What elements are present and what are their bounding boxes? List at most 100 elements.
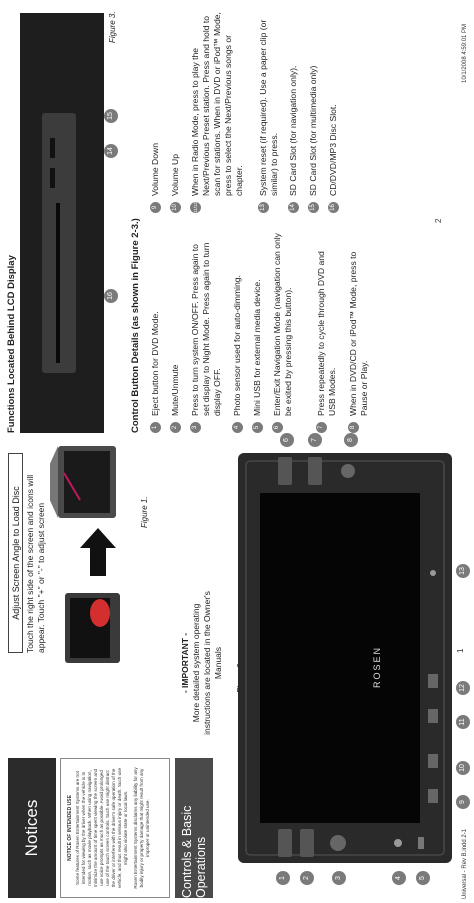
list-item-10: 10 Volume Up [170, 8, 181, 213]
list-item-7: 7 Press repeatedly to cycle through DVD … [316, 233, 338, 433]
item-badge: 3 [190, 422, 201, 433]
item-text: When in Radio Mode, press to play the Ne… [190, 12, 244, 196]
mini-usb-port[interactable] [418, 837, 424, 849]
bezel-edge [245, 460, 445, 856]
callout-12: 12 [456, 681, 470, 695]
item-text: Press to turn system ON/OFF. Press again… [190, 242, 222, 416]
list-item-4: 4 Photo sensor used for auto-dimming. [232, 233, 243, 433]
figure2-device [238, 453, 452, 863]
item-badge: 13 [258, 202, 269, 213]
item-badge: 11/12 [190, 202, 201, 213]
item-badge: 16 [328, 202, 339, 213]
pink-arrow-icon [63, 472, 81, 501]
item-text: Volume Up [170, 153, 180, 196]
figure1-caption: Figure 1. [140, 496, 149, 528]
item-text: SD Card Slot (for multimedia only) [308, 65, 318, 196]
item-badge: 6 [272, 422, 283, 433]
disc-slot [56, 203, 60, 363]
callout-14: 14 [104, 144, 118, 158]
callout-11: 11 [456, 715, 470, 729]
eject-button[interactable] [278, 829, 292, 857]
callout-6: 6 [280, 433, 294, 447]
list-item-9: 9 Volume Down [150, 8, 161, 213]
callout-9: 9 [456, 795, 470, 809]
item-text: SD Card Slot (for navigation only). [288, 65, 298, 196]
callout-7: 7 [308, 433, 322, 447]
list-item-8: 8 When in DVD/CD or iPod™ Mode, press to… [348, 233, 370, 433]
callout-13: 13 [456, 564, 470, 578]
item-text: Volume Down [150, 142, 160, 196]
item-text: When in DVD/CD or iPod™ Mode, press to P… [348, 251, 369, 416]
power-button[interactable] [330, 835, 346, 851]
nav-button[interactable] [278, 457, 292, 485]
important-heading: - IMPORTANT - [180, 632, 190, 694]
item-badge: 4 [232, 422, 243, 433]
important-text: More detailed system operating instructi… [191, 591, 223, 735]
controls-title: Controls & Basic Operations [180, 805, 208, 898]
item-text: CD/DVD/MP3 Disc Slot. [328, 104, 338, 196]
item-text: Enter/Exit Navigation Mode (navigation c… [272, 233, 293, 416]
arrow-right-icon [80, 528, 116, 576]
previous-button[interactable] [428, 674, 438, 688]
important-note: - IMPORTANT - More detailed system opera… [180, 588, 224, 738]
item-badge: 7 [316, 422, 327, 433]
disclaimer-text: Rosen Entertainment Systems disclaims an… [133, 767, 150, 889]
figure3-caption: Figure 3. [108, 11, 117, 43]
reset-button[interactable] [430, 570, 436, 576]
item-badge: 15 [308, 202, 319, 213]
mode-button[interactable] [308, 457, 322, 485]
item-badge: 14 [288, 202, 299, 213]
item-badge: 1 [150, 422, 161, 433]
notice-text: Some features of Rosen Entertainment Sys… [75, 768, 128, 889]
callout-15: 15 [104, 109, 118, 123]
list-item-5: 5 Mini USB for external media device. [252, 233, 263, 433]
adjust-heading: Adjust Screen Angle to Load Disc [8, 453, 23, 653]
callout-10: 10 [456, 761, 470, 775]
list-item-11-12: 11/12 When in Radio Mode, press to play … [190, 8, 245, 213]
left-page-number: 1 [456, 648, 465, 653]
photo-sensor [394, 839, 402, 847]
item-text: Photo sensor used for auto-dimming. [232, 275, 242, 416]
play-pause-button[interactable] [341, 464, 355, 478]
callout-4: 4 [392, 871, 406, 885]
device-open-screen [64, 451, 110, 513]
list-item-2: 2 Mute/Unmute [170, 233, 181, 433]
list-item-16: 16 CD/DVD/MP3 Disc Slot. [328, 8, 339, 213]
sd-slot-media [50, 138, 55, 158]
figure1-illustration [50, 446, 120, 663]
right-page-number: 2 [434, 218, 443, 223]
list-item-14: 14 SD Card Slot (for navigation only). [288, 8, 299, 213]
adjust-text: Touch the right side of the screen and i… [25, 474, 46, 653]
callout-16: 16 [104, 289, 118, 303]
callout-1: 1 [276, 871, 290, 885]
volume-up-button[interactable] [428, 754, 438, 768]
list-item-3: 3 Press to turn system ON/OFF. Press aga… [190, 233, 223, 433]
footer-right: 10/1/2008 4:59:01 PM [462, 23, 468, 83]
item-text: Press repeatedly to cycle through DVD an… [316, 251, 337, 416]
item-badge: 5 [252, 422, 263, 433]
footer-left: Universal - Rev B.indd 2-1 [462, 828, 468, 899]
mute-button[interactable] [300, 829, 314, 857]
control-title: Control Button Details (as shown in Figu… [130, 218, 141, 433]
item-text: Mute/Unmute [170, 364, 180, 416]
finger-pointer-icon [90, 599, 110, 627]
figure3-illustration [20, 13, 104, 433]
callout-5: 5 [416, 871, 430, 885]
list-item-6: 6 Enter/Exit Navigation Mode (navigation… [272, 233, 294, 433]
notice-box: NOTICE OF INTENDED USE Some features of … [60, 758, 170, 898]
list-item-13: 13 System reset (if required). Use a pap… [258, 8, 280, 213]
next-button[interactable] [428, 709, 438, 723]
lcd-title: Functions Located Behind LCD Display [6, 255, 17, 433]
sd-slot-nav [50, 168, 55, 188]
item-text: System reset (if required). Use a paper … [258, 19, 279, 196]
list-item-15: 15 SD Card Slot (for multimedia only) [308, 8, 319, 213]
item-badge: 2 [170, 422, 181, 433]
controls-banner: Controls & Basic Operations [175, 758, 213, 898]
volume-down-button[interactable] [428, 789, 438, 803]
screen-logo: ROSEN [372, 645, 382, 688]
item-text: Mini USB for external media device. [252, 279, 262, 416]
item-badge: 10 [170, 202, 181, 213]
callout-2: 2 [300, 871, 314, 885]
device-lcd-screen [260, 493, 420, 823]
